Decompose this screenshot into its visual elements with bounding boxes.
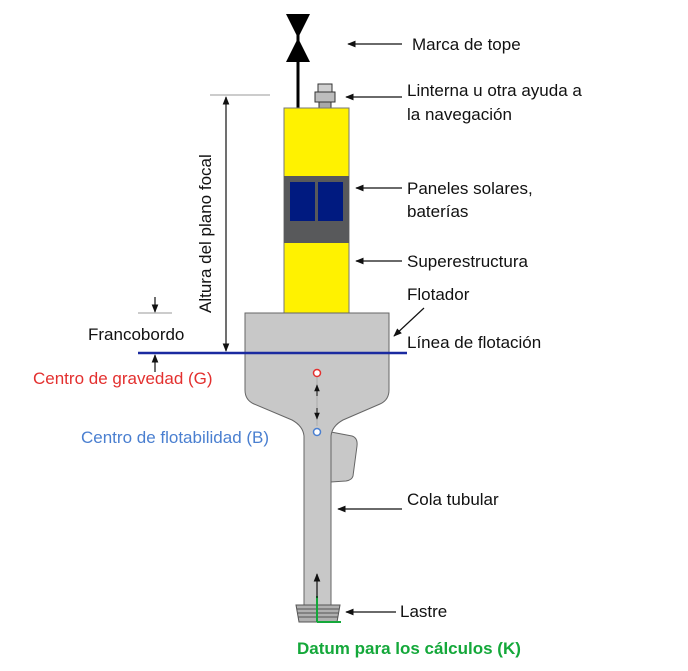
center-of-buoyancy-point (312, 427, 322, 437)
label-datum: Datum para los cálculos (K) (297, 639, 521, 658)
center-of-gravity-point (312, 368, 322, 378)
label-linea-flotacion: Línea de flotación (407, 333, 541, 352)
label-marca-de-tope: Marca de tope (412, 35, 521, 54)
label-linterna-line2: la navegación (407, 105, 512, 124)
focal-height-dimension (210, 94, 270, 352)
float-hull (244, 312, 390, 606)
solar-panels (284, 176, 349, 243)
label-altura-plano-focal: Altura del plano focal (196, 154, 215, 313)
pointer-arrows (337, 40, 425, 616)
label-linterna-line1: Linterna u otra ayuda a (407, 81, 582, 100)
label-cola-tubular: Cola tubular (407, 490, 499, 509)
label-superestructura: Superestructura (407, 252, 528, 271)
tail-fin (330, 431, 358, 483)
top-mark (286, 14, 310, 108)
label-paneles-line2: baterías (407, 202, 468, 221)
lantern (314, 83, 336, 109)
label-centro-flotabilidad: Centro de flotabilidad (B) (81, 428, 269, 447)
label-paneles-line1: Paneles solares, (407, 179, 533, 198)
datum-axes (316, 596, 341, 623)
label-centro-gravedad: Centro de gravedad (G) (33, 369, 213, 388)
label-lastre: Lastre (400, 602, 447, 621)
gravity-buoyancy-markers (312, 368, 322, 437)
freeboard-dimension (138, 297, 172, 372)
label-francobordo: Francobordo (88, 325, 184, 344)
label-flotador: Flotador (407, 285, 470, 304)
